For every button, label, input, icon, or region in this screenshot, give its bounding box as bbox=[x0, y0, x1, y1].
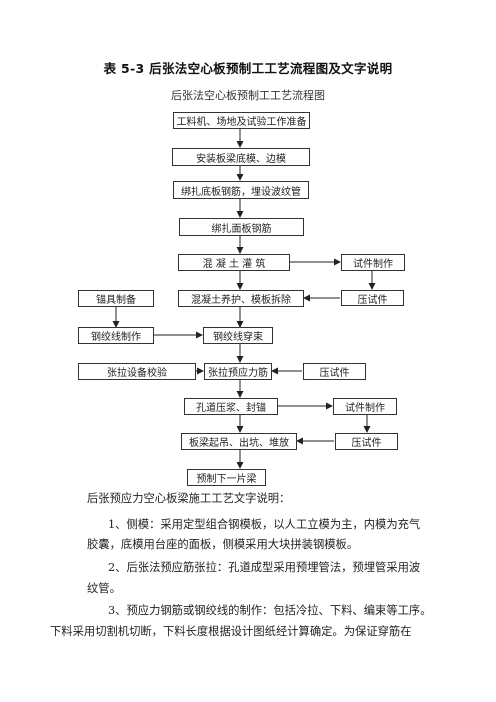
text-p3-line2: 下料采用切割机切断，下料长度根据设计图纸经计算确定。为保证穿筋在 bbox=[50, 625, 412, 638]
flow-step-strand-threading: 钢绞线穿束 bbox=[203, 327, 273, 344]
flow-step-lifting: 板梁起吊、出坑、堆放 bbox=[181, 433, 297, 450]
flowchart-title: 后张法空心板预制工工艺流程图 bbox=[171, 89, 325, 102]
text-intro: 后张预应力空心板梁施工工艺文字说明： bbox=[87, 492, 291, 505]
flow-step-grouting: 孔道压浆、封锚 bbox=[184, 398, 278, 415]
document-title: 表 5-3 后张法空心板预制工工艺流程图及文字说明 bbox=[103, 61, 393, 76]
flow-step-top-rebar: 绑扎面板钢筋 bbox=[179, 218, 304, 236]
side-press-specimen-3: 压试件 bbox=[335, 433, 398, 450]
side-strand-making: 钢绞线制作 bbox=[78, 327, 154, 344]
text-p1-line2: 胶囊，底模用台座的面板，侧模采用大块拼装钢模板。 bbox=[87, 538, 359, 551]
flow-step-concrete-pour: 混 凝 土 灌 筑 bbox=[178, 254, 290, 271]
side-press-specimen-2: 压试件 bbox=[303, 363, 366, 380]
side-equipment-calibration: 张拉设备校验 bbox=[78, 363, 196, 380]
flow-step-tensioning: 张拉预应力筋 bbox=[204, 363, 272, 380]
text-p3-line1: 3、预应力钢筋或钢绞线的制作：包括冷拉、下料、编束等工序。 bbox=[108, 604, 432, 617]
flow-step-preparation: 工料机、场地及试验工作准备 bbox=[173, 112, 310, 129]
side-specimen-making-2: 试件制作 bbox=[333, 398, 397, 415]
text-p2-line2: 纹管。 bbox=[87, 582, 121, 595]
side-press-specimen-1: 压试件 bbox=[341, 290, 404, 306]
side-anchor-prep: 锚具制备 bbox=[78, 290, 154, 307]
flow-step-curing: 混凝土养护、模板拆除 bbox=[178, 290, 304, 307]
side-specimen-making-1: 试件制作 bbox=[341, 254, 405, 271]
text-p2-line1: 2、后张法预应筋张拉：孔道成型采用预埋管法，预埋管采用波 bbox=[108, 561, 421, 574]
flow-step-bottom-rebar: 绑扎底板钢筋，埋设波纹管 bbox=[173, 181, 309, 199]
flow-step-next-beam: 预制下一片梁 bbox=[187, 469, 266, 486]
text-p1-line1: 1、侧模：采用定型组合钢模板，以人工立模为主，内模为充气 bbox=[108, 518, 421, 531]
flow-step-install-forms: 安装板梁底模、边模 bbox=[172, 148, 310, 166]
